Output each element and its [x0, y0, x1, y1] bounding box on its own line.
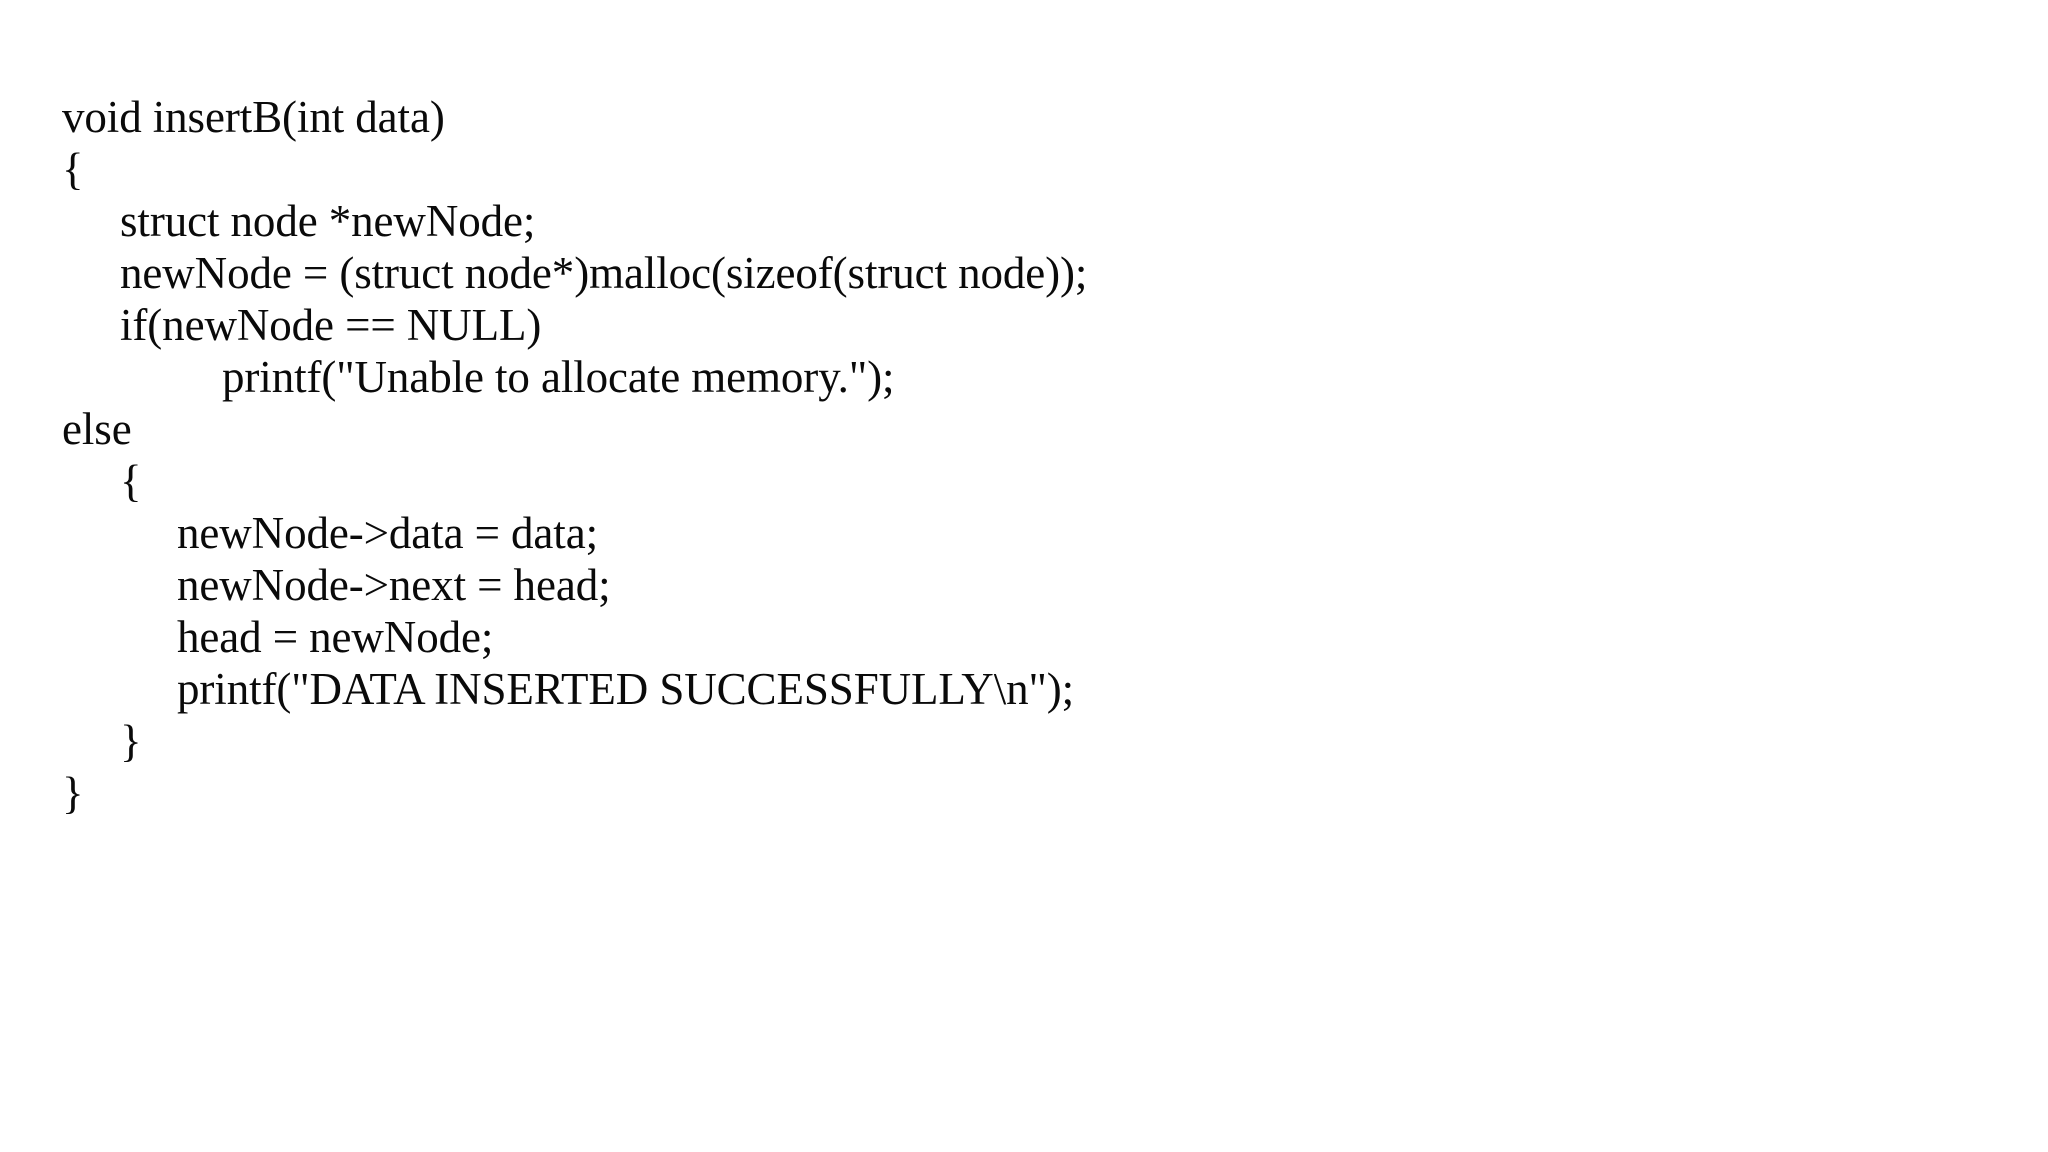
code-line: }: [120, 716, 142, 766]
code-line: struct node *newNode;: [120, 196, 536, 246]
code-block: void insertB(int data){struct node *newN…: [62, 91, 1962, 819]
code-line: head = newNode;: [177, 612, 494, 662]
code-line: newNode->data = data;: [177, 508, 598, 558]
code-line: printf("DATA INSERTED SUCCESSFULLY\n");: [177, 664, 1075, 714]
code-line: printf("Unable to allocate memory.");: [222, 352, 895, 402]
code-line: void insertB(int data): [62, 92, 445, 142]
code-line: if(newNode == NULL): [120, 300, 542, 350]
code-line: {: [62, 144, 84, 194]
code-line: }: [62, 768, 84, 818]
code-line: else: [62, 404, 132, 454]
code-line: {: [120, 456, 142, 506]
code-line: newNode = (struct node*)malloc(sizeof(st…: [120, 248, 1088, 298]
code-line: newNode->next = head;: [177, 560, 611, 610]
